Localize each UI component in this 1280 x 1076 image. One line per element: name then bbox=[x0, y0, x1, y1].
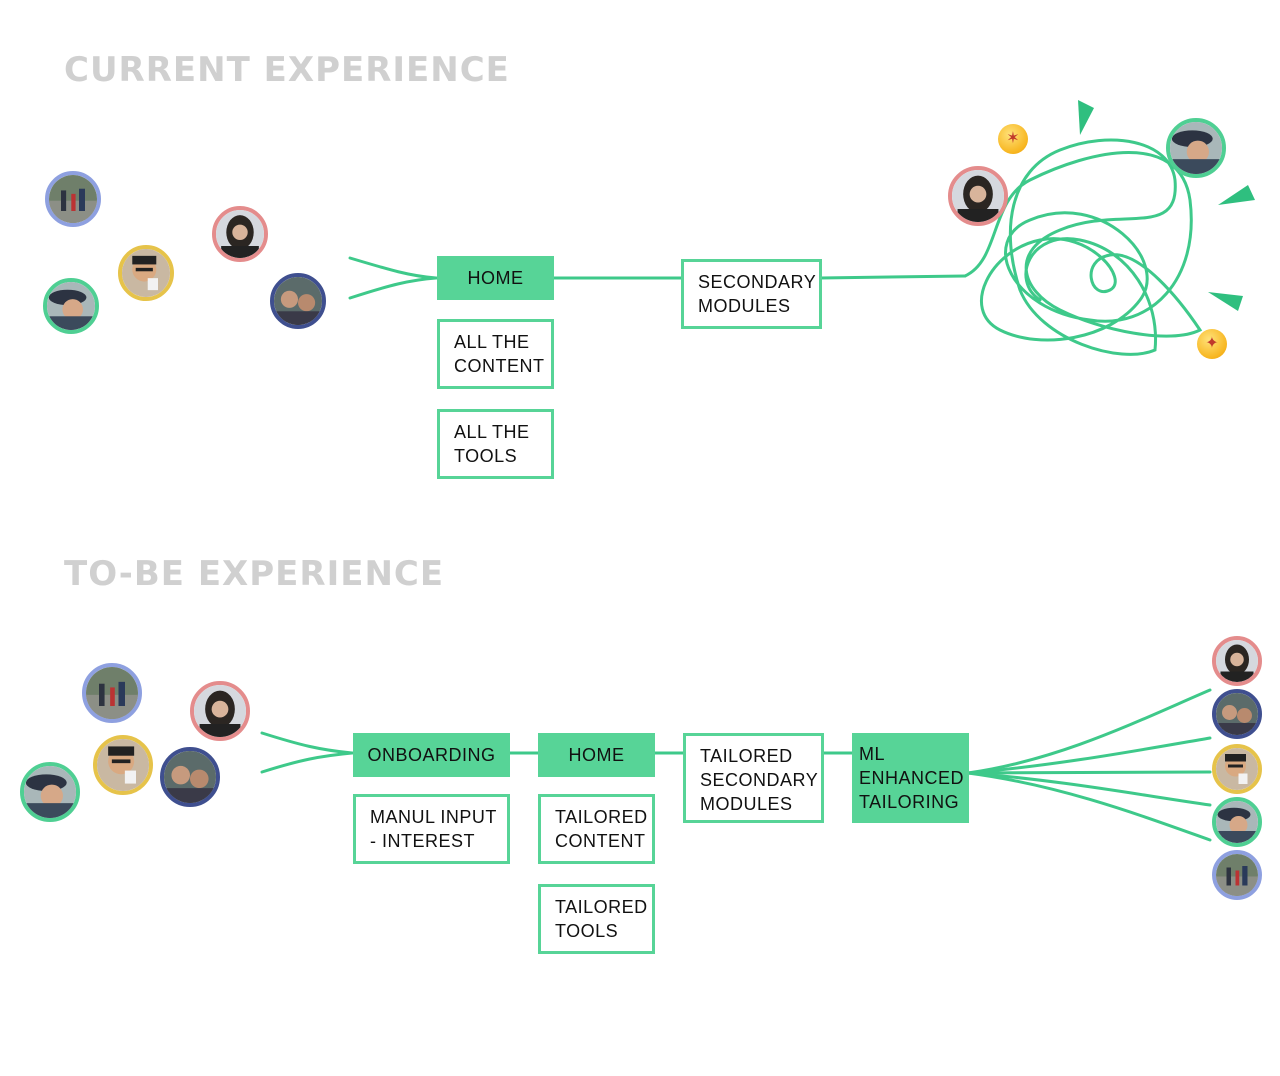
avatar-frustrated-green bbox=[1166, 118, 1226, 178]
tobe-avatar-group bbox=[160, 747, 220, 807]
secondary-modules-line-1: SECONDARY bbox=[698, 272, 817, 292]
all-the-tools-box[interactable]: ALL THE TOOLS bbox=[437, 409, 554, 479]
outcome-avatar-woman-pink bbox=[1212, 636, 1262, 686]
tailored-secondary-line-3: MODULES bbox=[700, 794, 793, 814]
tobe-avatar-man-glasses bbox=[93, 735, 153, 795]
tailored-secondary-line-1: TAILORED bbox=[700, 746, 793, 766]
fanout-line-3 bbox=[966, 770, 1212, 775]
onboarding-box[interactable]: ONBOARDING bbox=[353, 733, 510, 777]
burst-mark-3 bbox=[1208, 292, 1243, 311]
fanout-line-4 bbox=[966, 771, 1212, 807]
home-box[interactable]: HOME bbox=[437, 256, 554, 300]
avatar-hat-woman bbox=[43, 278, 99, 334]
secondary-to-tangle-line bbox=[818, 274, 967, 280]
home-label: HOME bbox=[467, 268, 524, 288]
outcome-avatar-hat-woman bbox=[1212, 797, 1262, 847]
tailored-tools-line-2: TOOLS bbox=[555, 921, 619, 941]
manual-input-line-1: MANUL INPUT bbox=[370, 807, 497, 827]
outcome-avatar-family bbox=[1212, 850, 1262, 900]
all-the-content-box[interactable]: ALL THE CONTENT bbox=[437, 319, 554, 389]
tailored-secondary-modules-box[interactable]: TAILORED SECONDARY MODULES bbox=[683, 733, 824, 823]
tobe-home-label: HOME bbox=[568, 745, 625, 765]
all-the-content-line-1: ALL THE bbox=[454, 332, 530, 352]
manual-input-interest-box[interactable]: MANUL INPUT - INTEREST bbox=[353, 794, 510, 864]
tailored-tools-box[interactable]: TAILORED TOOLS bbox=[538, 884, 655, 954]
to-be-experience-heading: TO-BE EXPERIENCE bbox=[64, 554, 445, 594]
tobe-entry-connector-top bbox=[260, 731, 354, 755]
avatar-woman-pink bbox=[212, 206, 268, 262]
tobe-avatar-family bbox=[82, 663, 142, 723]
secondary-modules-box[interactable]: SECONDARY MODULES bbox=[681, 259, 822, 329]
outcome-avatar-group bbox=[1212, 689, 1262, 739]
fanout-line-2 bbox=[966, 736, 1212, 775]
ml-enhanced-tailoring-box[interactable]: ML ENHANCED TAILORING bbox=[852, 733, 969, 823]
tailored-secondary-line-2: SECONDARY bbox=[700, 770, 819, 790]
manual-input-line-2: - INTEREST bbox=[370, 831, 476, 851]
avatar-frustrated-pink bbox=[948, 166, 1008, 226]
burst-mark-1 bbox=[1078, 100, 1094, 135]
onboarding-label: ONBOARDING bbox=[367, 745, 496, 765]
secondary-modules-line-2: MODULES bbox=[698, 296, 791, 316]
all-the-content-line-2: CONTENT bbox=[454, 356, 545, 376]
entry-connector-top bbox=[348, 256, 438, 280]
fanout-line-5 bbox=[966, 771, 1212, 842]
tobe-avatar-woman-pink bbox=[190, 681, 250, 741]
fanout-line-1 bbox=[966, 688, 1212, 775]
tobe-entry-connector-bottom bbox=[260, 751, 354, 774]
current-experience-heading: CURRENT EXPERIENCE bbox=[64, 50, 510, 90]
avatar-man-glasses bbox=[118, 245, 174, 301]
tailored-tools-line-1: TAILORED bbox=[555, 897, 648, 917]
tangle-scribble bbox=[963, 138, 1203, 356]
avatar-group bbox=[270, 273, 326, 329]
outcome-avatar-man-glasses bbox=[1212, 744, 1262, 794]
tobe-avatar-hat-woman bbox=[20, 762, 80, 822]
all-the-tools-line-1: ALL THE bbox=[454, 422, 530, 442]
tailored-content-box[interactable]: TAILORED CONTENT bbox=[538, 794, 655, 864]
avatar-family bbox=[45, 171, 101, 227]
tobe-home-box[interactable]: HOME bbox=[538, 733, 655, 777]
entry-connector-bottom bbox=[348, 276, 438, 300]
dizzy-emoji-icon: ✦ bbox=[1197, 329, 1227, 359]
tailored-content-line-2: CONTENT bbox=[555, 831, 646, 851]
burst-mark-2 bbox=[1218, 185, 1255, 205]
tailored-content-line-1: TAILORED bbox=[555, 807, 648, 827]
ml-line-3: TAILORING bbox=[859, 792, 960, 812]
ml-line-2: ENHANCED bbox=[859, 768, 965, 788]
all-the-tools-line-2: TOOLS bbox=[454, 446, 518, 466]
ml-line-1: ML bbox=[859, 744, 886, 764]
angry-emoji-icon: ✶ bbox=[998, 124, 1028, 154]
